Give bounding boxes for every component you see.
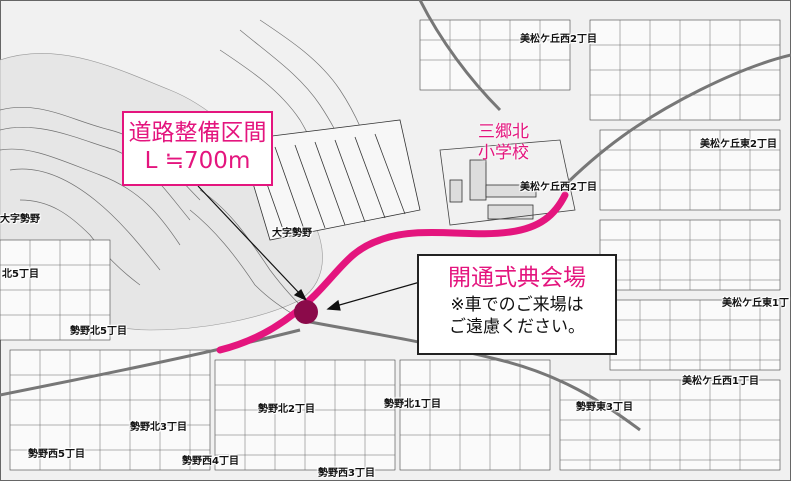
place-label: 勢野北5丁目 xyxy=(70,326,127,337)
place-label: 美松ケ丘西2丁目 xyxy=(520,34,597,45)
place-label: 勢野北1丁目 xyxy=(384,399,441,410)
road-section-line xyxy=(216,191,569,354)
school-name-line2: 小学校 xyxy=(478,143,529,163)
school-name-line1: 三郷北 xyxy=(478,122,529,142)
venue-note-line2: ご遠慮ください。 xyxy=(449,317,585,337)
road-section-title: 道路整備区間 xyxy=(128,120,267,146)
place-label: 美松ケ丘西2丁目 xyxy=(520,182,597,193)
school-label: 三郷北 小学校 xyxy=(478,122,529,164)
venue-title: 開通式典会場 xyxy=(448,265,586,291)
road-section-callout: 道路整備区間 L ≒700m xyxy=(122,111,273,186)
place-label: 美松ケ丘東2丁目 xyxy=(700,139,777,150)
place-label: 勢野北3丁目 xyxy=(130,422,187,433)
place-label: 美松ケ丘東1丁 xyxy=(722,298,789,309)
place-label: 勢野西3丁目 xyxy=(318,468,375,479)
road-section-length: L ≒700m xyxy=(144,148,251,174)
place-label: 美松ケ丘西1丁目 xyxy=(682,376,759,387)
place-label: 勢野西5丁目 xyxy=(28,449,85,460)
venue-callout: 開通式典会場 ※車でのご来場は ご遠慮ください。 xyxy=(417,254,617,355)
place-label: 勢野東3丁目 xyxy=(576,402,633,413)
place-label: 大字勢野 xyxy=(0,214,40,225)
venue-marker[interactable] xyxy=(294,300,318,324)
venue-note-line1: ※車でのご来場は xyxy=(450,295,584,315)
place-label: 大字勢野 xyxy=(272,228,312,239)
place-label: 勢野西4丁目 xyxy=(182,456,239,467)
place-label: 勢野北2丁目 xyxy=(258,404,315,415)
place-label: 北5丁目 xyxy=(2,269,39,280)
